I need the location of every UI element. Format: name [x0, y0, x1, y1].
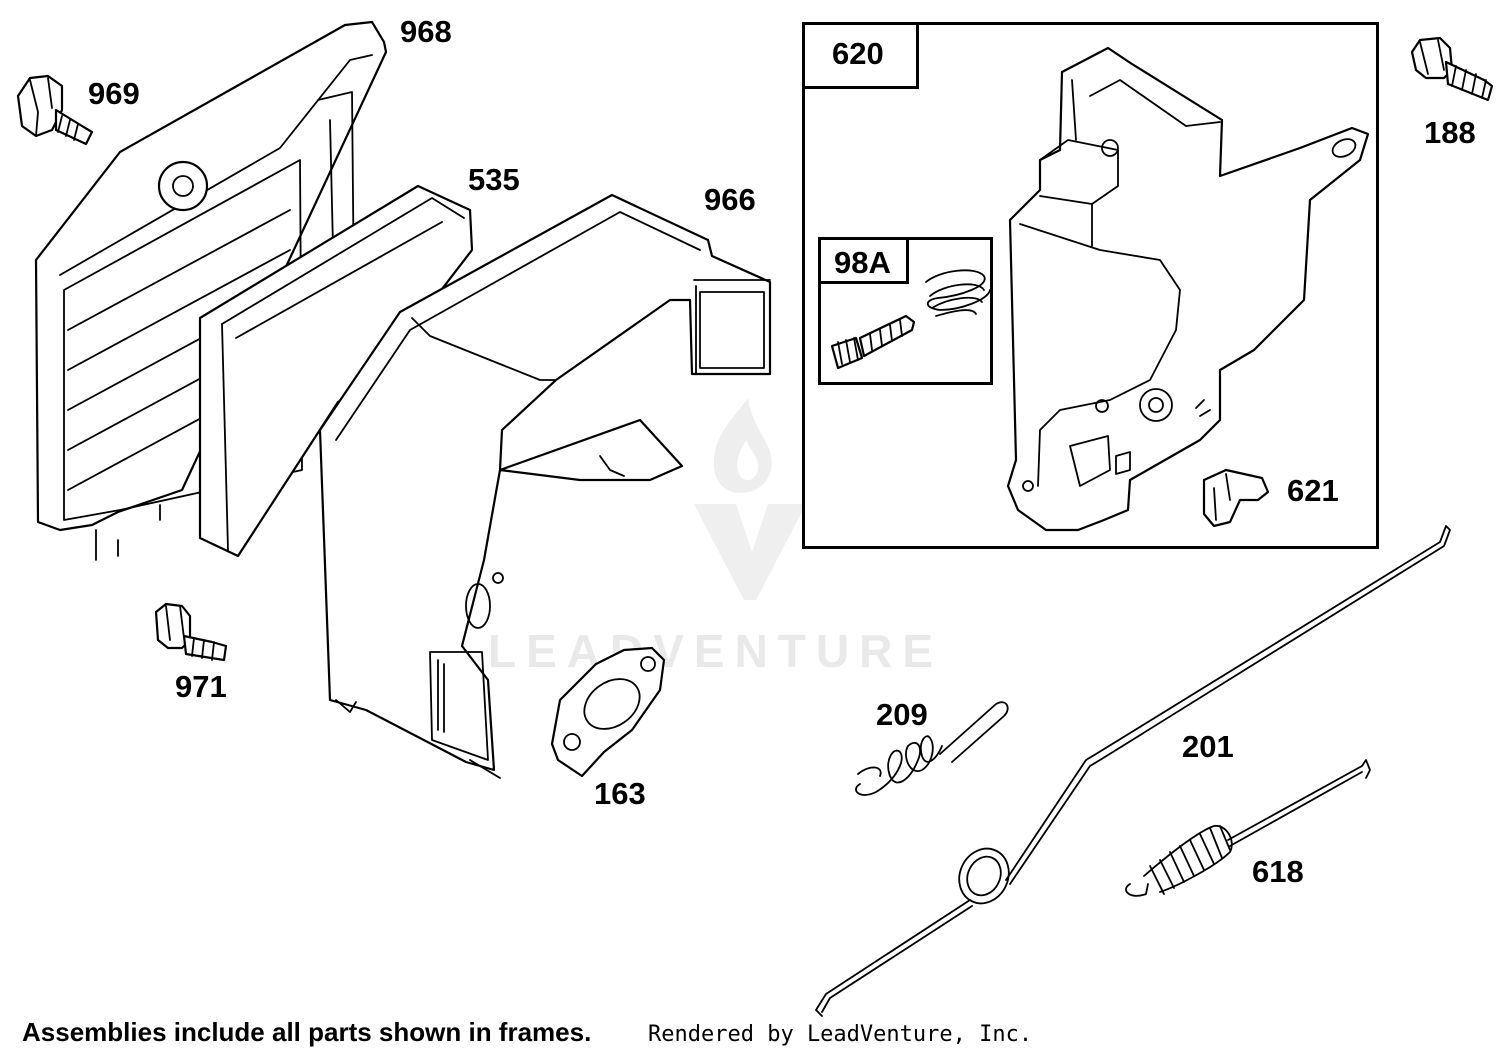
assembly-frame-620-tab — [805, 25, 919, 89]
part-label-618: 618 — [1252, 854, 1304, 889]
screw-188[interactable] — [1410, 36, 1494, 102]
assembly-frame-620 — [802, 22, 1379, 549]
part-label-209: 209 — [876, 697, 928, 732]
part-label-966: 966 — [704, 182, 756, 217]
part-label-621: 621 — [1287, 473, 1339, 508]
leadventure-logo-watermark — [690, 392, 810, 612]
part-label-201: 201 — [1182, 729, 1234, 764]
part-label-188: 188 — [1424, 115, 1476, 150]
spring-618[interactable] — [1125, 759, 1371, 897]
part-label-163: 163 — [594, 776, 646, 811]
control-bracket-620[interactable] — [1006, 46, 1370, 532]
part-label-98a: 98A — [834, 245, 891, 280]
spring-209[interactable] — [855, 701, 1009, 796]
screw-969[interactable] — [16, 74, 94, 146]
part-label-620: 620 — [832, 36, 884, 71]
part-label-971: 971 — [175, 669, 227, 704]
part-label-535: 535 — [468, 162, 520, 197]
part-label-968: 968 — [400, 14, 452, 49]
watermark-text: LEADVENTURE — [488, 625, 944, 677]
screw-and-spring-98a[interactable] — [830, 269, 991, 370]
assembly-frame-98a-tab — [821, 240, 909, 284]
governor-rod-201[interactable] — [815, 525, 1451, 1017]
part-label-969: 969 — [88, 76, 140, 111]
screw-971[interactable] — [154, 602, 228, 662]
clip-621[interactable] — [1202, 468, 1270, 528]
assemblies-note: Assemblies include all parts shown in fr… — [22, 1017, 592, 1047]
gasket-163[interactable] — [550, 646, 666, 778]
assembly-frame-98a — [818, 237, 993, 385]
rendered-by-credit: Rendered by LeadVenture, Inc. — [648, 1022, 1033, 1047]
air-cleaner-cover-966[interactable] — [318, 193, 772, 779]
